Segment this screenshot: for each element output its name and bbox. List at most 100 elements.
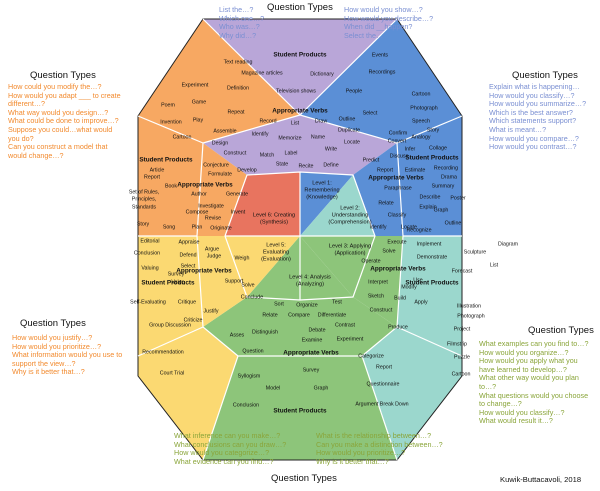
level-understanding-label: Level 2: Understanding (Comprehension)	[328, 205, 371, 225]
evaluate-verbs-word: Judge	[207, 253, 221, 259]
analyze-verbs-word: Test	[332, 299, 342, 305]
remember-verbs-word: Match	[260, 152, 274, 158]
question-item: How would you compare…?	[489, 133, 579, 143]
evaluate-verbs-word: Criticize	[184, 317, 203, 323]
remember-verbs-word: Select	[363, 110, 378, 116]
understand-products-word: Photograph	[410, 105, 437, 111]
remember-products-word: People	[346, 88, 363, 94]
understand-products-word: Drama	[441, 174, 457, 180]
question-item: Which statements support?	[489, 116, 577, 126]
analyze-verbs-word: Contrast	[335, 322, 356, 328]
apply-verbs-word: Build	[394, 295, 406, 301]
level-applying-cell	[300, 236, 375, 297]
level-understanding-cell	[300, 175, 375, 236]
question-types-title-bottom: Question Types	[271, 473, 337, 484]
level-evaluating-label: Level 5: Evaluating (Evaluation)	[261, 242, 291, 262]
credit-text: Kuwik-Buttacavoli, 2018	[500, 475, 582, 484]
question-item: Why did…?	[219, 30, 257, 40]
apply-verbs-word: Modify	[401, 284, 417, 290]
evaluate-verbs-word: Defend	[179, 252, 196, 258]
create-verbs-word: Investigate	[198, 203, 224, 209]
apply-verbs-word: Sketch	[368, 293, 384, 299]
understand-verbs-word: Confirm	[389, 130, 408, 136]
question-list-top-left: List the…?Which one…?Who was…?Why did…?	[219, 5, 265, 40]
remember-verbs-word: Write	[325, 146, 337, 152]
remember-products-word: Text reading	[224, 59, 253, 65]
apply-verbs-word: Implement	[417, 241, 442, 247]
question-types-title-top: Question Types	[267, 2, 333, 13]
question-item: What is meant…?	[489, 124, 547, 134]
understand-products-word: Outline	[445, 220, 462, 226]
level-analysis-label: Level 4: Analysis (Analyzing)	[289, 274, 331, 287]
question-types-title-right-top: Question Types	[512, 70, 578, 81]
understand-products-word: Collage	[429, 145, 447, 151]
header-verbs-apply: Appropriate Verbs	[370, 266, 426, 273]
question-list-left-bottom: How would you justify…?How would you pri…	[12, 333, 122, 377]
header-products-right-bottom: Student Products	[405, 280, 459, 287]
header-products-right-top: Student Products	[405, 155, 459, 162]
analyze-verbs-word: Debate	[308, 327, 325, 333]
question-item: How would you contrast…?	[489, 142, 577, 152]
question-item: What could be done to improve…?	[8, 116, 119, 126]
create-products-word: Experiment	[182, 82, 209, 88]
understand-products-word: Story	[427, 127, 440, 133]
header-products-left-bottom: Student Products	[141, 280, 195, 287]
question-item: have learned to develop…?	[479, 364, 567, 374]
understand-verbs-word: Discuss	[390, 153, 409, 159]
remember-verbs-word: Record	[259, 118, 276, 124]
question-item: Can you construct a model that	[8, 142, 108, 152]
analyze-products-word: Survey	[303, 367, 320, 373]
understand-verbs-word: Identify	[369, 224, 386, 230]
create-products-word: Principles,	[132, 196, 156, 202]
question-item: How would you justify…?	[12, 333, 93, 342]
remember-verbs-word: Name	[311, 134, 325, 140]
question-item: What other way would you plan	[479, 373, 579, 383]
apply-products-word: List	[490, 262, 499, 268]
question-list-bottom-right: What is the relationship between…?Can yo…	[316, 431, 443, 466]
question-list-left-top: How could you modify the…?How would you …	[8, 82, 121, 160]
question-types-title-left-top: Question Types	[30, 70, 96, 81]
svg-text:Level 3: Applying: Level 3: Applying	[329, 243, 371, 249]
question-item: How would you show…?	[344, 5, 423, 14]
remember-verbs-word: Draw	[315, 118, 328, 124]
remember-products-word: Definition	[227, 85, 249, 91]
create-products-word: Article	[150, 167, 165, 173]
question-item: How would you prioritize…?	[12, 341, 102, 351]
evaluate-verbs-word: Critique	[178, 299, 196, 305]
evaluate-products-word: Self-Evaluating	[130, 299, 166, 305]
question-item: What is the relationship between…?	[316, 431, 432, 440]
header-products-bottom: Student Products	[273, 408, 327, 415]
header-verbs-create: Appropriate Verbs	[177, 182, 233, 189]
create-products-word: Invention	[160, 119, 182, 125]
create-products-word: Poem	[161, 102, 175, 108]
analyze-verbs-word: Organize	[296, 302, 318, 308]
question-item: Which one…?	[219, 13, 265, 23]
question-item: What questions would you choose	[479, 390, 589, 400]
apply-verbs-word: Use	[413, 277, 422, 283]
svg-text:Understanding: Understanding	[332, 212, 368, 218]
create-verbs-word: Conjecture	[203, 162, 229, 168]
apply-verbs-word: Execute	[387, 239, 406, 245]
evaluate-verbs-word: Value	[171, 279, 184, 285]
question-item: Why is it better that…?	[316, 456, 389, 466]
apply-products-word: Photograph	[457, 313, 484, 319]
question-item: Who was…?	[219, 22, 260, 32]
apply-products-word: Diagram	[498, 241, 519, 247]
remember-verbs-word: Locate	[344, 139, 360, 145]
create-verbs-word: Compose	[186, 209, 209, 215]
ring-left-top	[138, 19, 300, 143]
analyze-verbs-word: Question	[242, 348, 263, 354]
analyze-products-word: Conclusion	[233, 402, 259, 408]
question-item: Suppose you could…what would	[8, 124, 113, 134]
level-applying-label: Level 3: Applying (Application)	[329, 243, 371, 256]
verbs-understand-area	[353, 143, 403, 236]
ring-right-top	[300, 19, 462, 143]
question-item: different…?	[8, 99, 46, 109]
understand-products-word: Recording	[434, 165, 458, 171]
svg-text:Level 2:: Level 2:	[340, 205, 360, 211]
question-item: How would you categorize…?	[174, 448, 270, 458]
apply-verbs-word: Produce	[388, 324, 408, 330]
question-item: What way would you design…?	[8, 107, 109, 117]
